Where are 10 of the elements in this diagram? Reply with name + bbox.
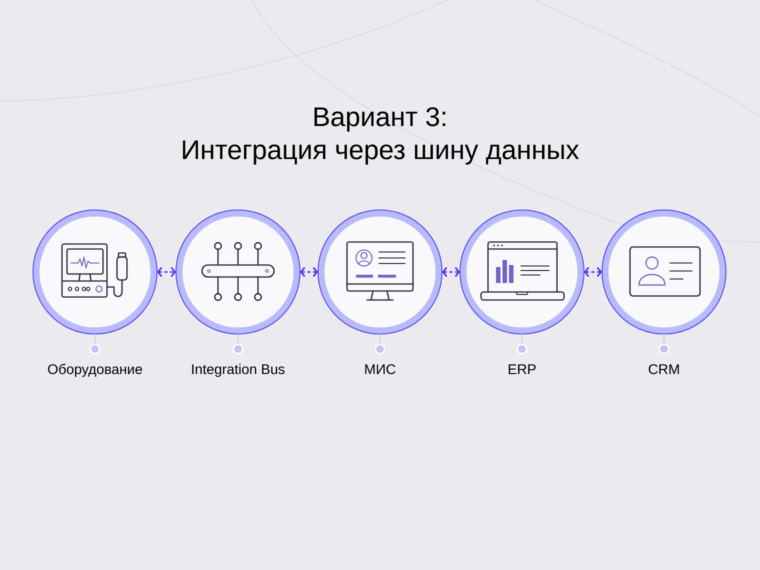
title: Вариант 3: Интеграция через шину данных — [182, 107, 579, 165]
node-label: Оборудование — [48, 364, 142, 377]
double-arrow — [300, 267, 318, 277]
node-label: Integration Bus — [192, 364, 285, 377]
double-arrow — [157, 267, 176, 277]
node-label: CRM — [648, 364, 679, 374]
node-label: МИС — [365, 364, 396, 374]
node-label: ERP — [508, 364, 536, 374]
double-arrow — [584, 267, 602, 277]
double-arrow — [442, 267, 460, 277]
